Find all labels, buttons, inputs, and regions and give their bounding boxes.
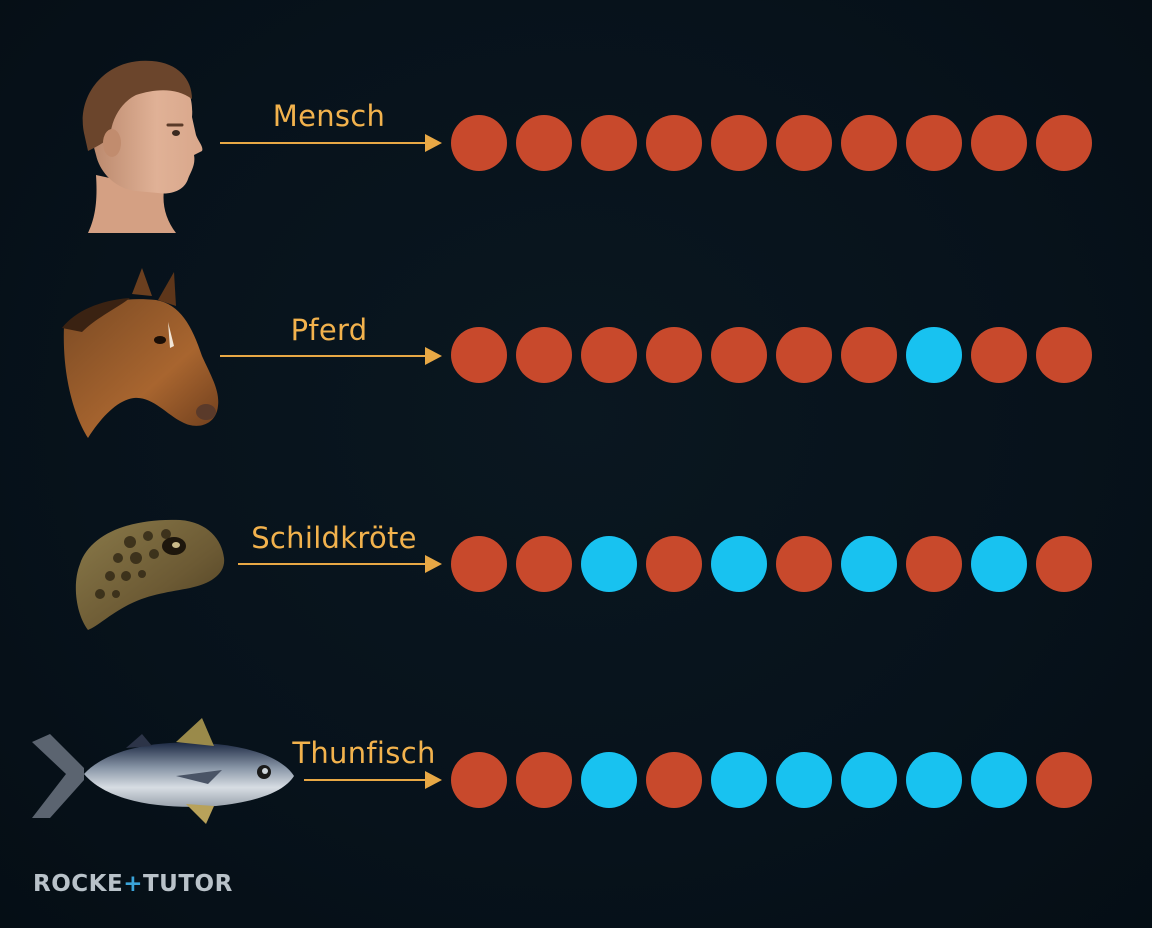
sequence-dot-red	[451, 752, 507, 808]
sequence-dot-red	[841, 327, 897, 383]
tuna-fish-icon	[32, 718, 294, 824]
brand-text-2: TUTOR	[142, 871, 233, 897]
sequence-dot-blue	[971, 752, 1027, 808]
sequence-dot-blue	[581, 536, 637, 592]
row-arrow	[304, 771, 442, 789]
sequence-dot-red	[516, 327, 572, 383]
human-head-icon	[82, 60, 203, 233]
sequence-dot-red	[646, 327, 702, 383]
row-label: Mensch	[272, 99, 386, 133]
sequence-dot-red	[711, 327, 767, 383]
sequence-dot-blue	[841, 752, 897, 808]
row-arrow	[220, 134, 442, 152]
sequence-dot-red	[581, 327, 637, 383]
sequence-dot-red	[971, 327, 1027, 383]
sequence-dot-red	[516, 115, 572, 171]
row-arrow	[220, 347, 442, 365]
sequence-dot-red	[711, 115, 767, 171]
sequence-dot-red	[776, 536, 832, 592]
row-arrow	[238, 555, 442, 573]
sequence-dot-blue	[841, 536, 897, 592]
row-label: Pferd	[290, 313, 368, 347]
sequence-dot-red	[581, 115, 637, 171]
sequence-dot-red	[971, 115, 1027, 171]
sequence-dot-red	[646, 115, 702, 171]
sequence-dot-red	[1036, 752, 1092, 808]
sequence-dot-red	[516, 536, 572, 592]
sequence-dot-blue	[711, 536, 767, 592]
sequence-dot-red	[1036, 327, 1092, 383]
row-label: Thunfisch	[292, 736, 436, 770]
row-label: Schildkröte	[251, 521, 417, 555]
sequence-dot-blue	[711, 752, 767, 808]
sequence-dot-blue	[906, 752, 962, 808]
sequence-dot-red	[906, 115, 962, 171]
sequence-dot-blue	[776, 752, 832, 808]
sequence-dot-red	[841, 115, 897, 171]
turtle-head-icon	[75, 519, 225, 630]
brand-text-1: ROCKE	[33, 871, 124, 897]
horse-head-icon	[62, 268, 219, 438]
sequence-dot-red	[906, 536, 962, 592]
sequence-dot-red	[451, 536, 507, 592]
sequence-dot-red	[1036, 536, 1092, 592]
sequence-dot-blue	[906, 327, 962, 383]
sequence-dot-red	[776, 115, 832, 171]
sequence-dot-blue	[971, 536, 1027, 592]
brand-plus: +	[123, 871, 143, 897]
sequence-dot-red	[451, 115, 507, 171]
sequence-dot-red	[646, 536, 702, 592]
sequence-dot-red	[646, 752, 702, 808]
brand-logo: ROCKE+TUTOR	[33, 871, 233, 897]
sequence-dot-red	[516, 752, 572, 808]
sequence-dot-red	[451, 327, 507, 383]
sequence-dot-red	[776, 327, 832, 383]
sequence-dot-red	[1036, 115, 1092, 171]
sequence-dot-blue	[581, 752, 637, 808]
